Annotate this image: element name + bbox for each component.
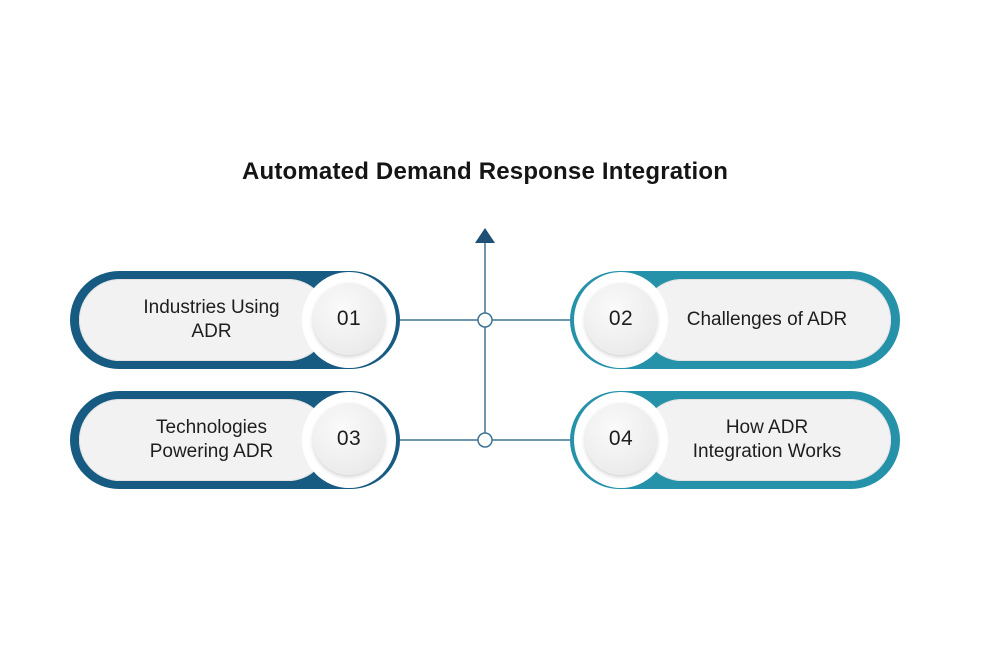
axis-arrowhead [475, 228, 495, 243]
junction-node-row-1 [477, 312, 493, 328]
item-01-label-line-1: Industries Using [143, 297, 280, 318]
item-01-label: Industries Using ADR [109, 279, 314, 361]
item-04-label: How ADR Integration Works [667, 399, 867, 481]
item-02-number-ring: 02 [574, 272, 668, 368]
item-01-number-ring: 01 [302, 272, 396, 368]
item-01-number: 01 [313, 283, 385, 355]
item-02-label-line-1: Challenges of ADR [686, 309, 848, 330]
item-04-number: 04 [585, 403, 657, 475]
item-01-label-line-2: ADR [191, 321, 232, 342]
item-02-card: Challenges of ADR 02 [570, 271, 900, 369]
junction-node-row-2 [477, 432, 493, 448]
diagram-title: Automated Demand Response Integration [241, 158, 729, 185]
item-02-label-panel: Challenges of ADR [641, 279, 891, 361]
item-03-label: Technologies Powering ADR [109, 399, 314, 481]
item-01-card: Industries Using ADR 01 [70, 271, 400, 369]
item-03-number-ring: 03 [302, 392, 396, 488]
item-03-label-line-1: Technologies [156, 417, 267, 438]
item-04-card: How ADR Integration Works 04 [570, 391, 900, 489]
item-03-card: Technologies Powering ADR 03 [70, 391, 400, 489]
item-03-number: 03 [313, 403, 385, 475]
item-03-label-line-2: Powering ADR [149, 441, 274, 462]
item-02-label: Challenges of ADR [667, 279, 867, 361]
item-04-label-line-2: Integration Works [692, 441, 842, 462]
item-04-label-panel: How ADR Integration Works [641, 399, 891, 481]
item-04-label-line-1: How ADR [725, 417, 809, 438]
item-02-number: 02 [585, 283, 657, 355]
item-03-label-panel: Technologies Powering ADR [79, 399, 329, 481]
item-01-label-panel: Industries Using ADR [79, 279, 329, 361]
item-04-number-ring: 04 [574, 392, 668, 488]
